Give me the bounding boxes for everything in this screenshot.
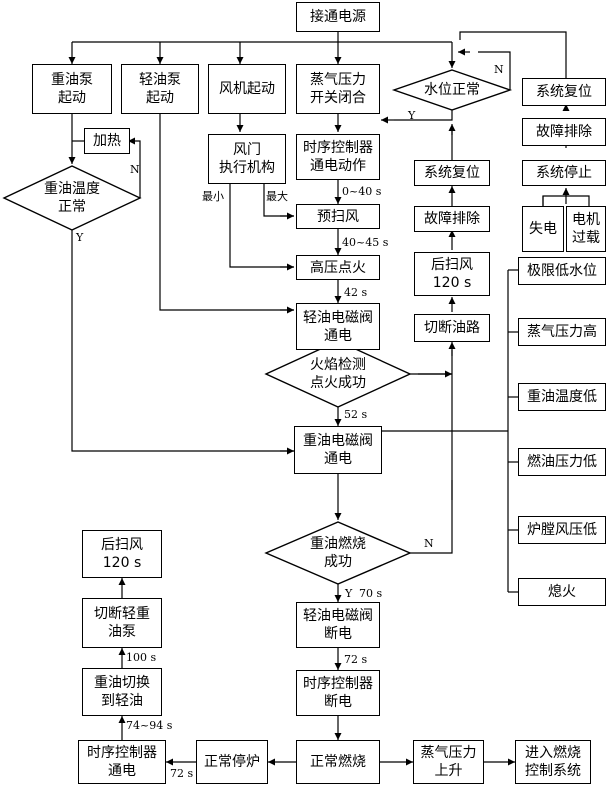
label-temp-no: N [130, 163, 140, 176]
steam-switch-box: 蒸气压力 开关闭合 [296, 64, 380, 114]
damper-actuator-box: 风门 执行机构 [208, 134, 286, 184]
label-52s: 52 s [344, 408, 368, 421]
label-burn-no: N [424, 537, 434, 550]
label-water-yes: Y [408, 109, 416, 122]
postpurge-left-box: 后扫风 120 s [82, 530, 162, 578]
label-water-no: N [494, 63, 504, 76]
fault-fuel-pressure-low: 燃油压力低 [518, 448, 606, 476]
light-oil-pump-box: 轻油泵 起动 [121, 64, 199, 114]
cut-oil-box: 切断油路 [414, 314, 490, 342]
switch-to-light-box: 重油切换 到轻油 [82, 668, 162, 716]
hv-ignition-box: 高压点火 [296, 255, 380, 280]
water-level-ok-label: 水位正常 [424, 82, 480, 98]
motor-overload-box: 电机 过载 [566, 206, 606, 252]
enter-combustion-ctrl-box: 进入燃烧 控制系统 [515, 740, 591, 784]
steam-rise-box: 蒸气压力 上升 [413, 740, 484, 784]
fault-extreme-low-water: 极限低水位 [518, 257, 606, 285]
system-reset-mid-box: 系统复位 [414, 160, 490, 186]
fault-clear-mid-box: 故障排除 [414, 206, 490, 232]
timer-powered-2-box: 时序控制器 通电 [78, 740, 166, 784]
heavy-oil-temp-ok-label: 重油温度 正常 [44, 181, 100, 215]
label-70s: 70 s [359, 587, 383, 600]
power-loss-box: 失电 [522, 206, 564, 252]
light-valve-on-box: 轻油电磁阀 通电 [296, 303, 380, 350]
system-reset-right-box: 系统复位 [522, 78, 606, 106]
heavy-oil-pump-box: 重油泵 起动 [32, 64, 112, 114]
fault-clear-right-box: 故障排除 [522, 118, 606, 146]
power-on-box: 接通电源 [296, 2, 380, 32]
heating-box: 加热 [84, 128, 130, 154]
label-40-45s: 40~45 s [342, 236, 389, 249]
fault-heavy-oil-temp-low: 重油温度低 [518, 383, 606, 411]
fault-steam-pressure-high: 蒸气压力高 [518, 318, 606, 346]
normal-shutdown-box: 正常停炉 [196, 740, 268, 784]
label-72s-down: 72 s [344, 653, 368, 666]
label-0-40s: 0~40 s [342, 185, 382, 198]
heavy-valve-on-box: 重油电磁阀 通电 [294, 426, 382, 474]
prepurge-box: 预扫风 [296, 204, 380, 229]
postpurge-mid-box: 后扫风 120 s [414, 252, 490, 296]
light-valve-off-box: 轻油电磁阀 断电 [296, 602, 380, 648]
fan-start-box: 风机起动 [208, 64, 286, 114]
flame-detect-label: 火焰检测 点火成功 [310, 357, 366, 391]
system-stop-box: 系统停止 [522, 160, 606, 186]
normal-burn-box: 正常燃烧 [296, 740, 380, 784]
label-100s: 100 s [126, 651, 157, 664]
label-min: 最小 [202, 190, 224, 203]
timer-powered-box: 时序控制器 通电动作 [296, 134, 380, 180]
label-max: 最大 [266, 190, 288, 203]
label-temp-yes: Y [76, 231, 84, 244]
label-burn-yes: Y [345, 587, 353, 600]
heavy-burn-ok-label: 重油燃烧 成功 [310, 536, 366, 570]
fault-furnace-air-pressure-low: 炉膛风压低 [518, 516, 606, 544]
label-42s: 42 s [344, 286, 368, 299]
cut-pumps-box: 切断轻重 油泵 [82, 598, 162, 648]
label-74-94s: 74~94 s [126, 719, 173, 732]
fault-flame-out: 熄火 [518, 578, 606, 606]
timer-off-box: 时序控制器 断电 [296, 670, 380, 716]
label-72s-left: 72 s [170, 767, 194, 780]
